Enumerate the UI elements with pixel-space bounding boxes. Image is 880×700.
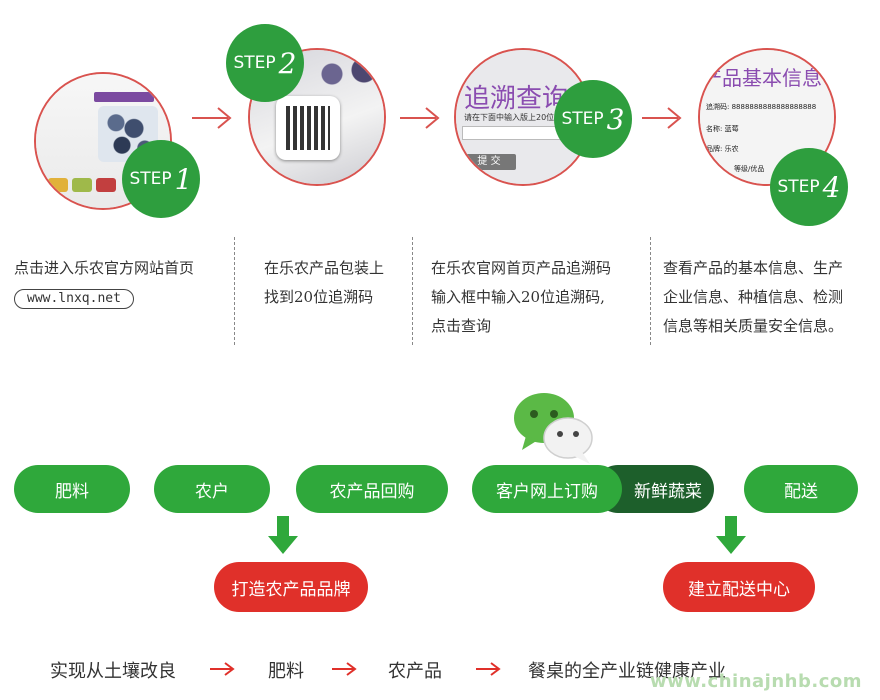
slogan-part-4: 餐桌的全产业链健康产业 — [528, 661, 726, 682]
step4-thumb-line3: 品牌: 乐农 — [706, 145, 739, 153]
slogan-arrow-2-icon — [332, 662, 357, 676]
step3-thumb-button: 提 交 — [462, 154, 516, 170]
slogan-arrow-1-icon — [210, 662, 235, 676]
step4-thumb-title: 产品基本信息 — [702, 66, 822, 90]
flow-buyback: 农产品回购 — [296, 465, 448, 513]
flow-fertilizer: 肥料 — [14, 465, 130, 513]
step2-qrcode-thumbnail — [248, 48, 386, 186]
step3-thumb-sub: 请在下面中输入版上20位 — [464, 113, 555, 122]
step2-description: 在乐农产品包装上 找到20位追溯码 — [264, 259, 385, 306]
step4-thumb-line2: 名称: 蓝莓 — [706, 125, 739, 133]
wechat-icon — [514, 393, 593, 464]
step3-description: 在乐农官网首页产品追溯码 输入框中输入20位追溯码, 点击查询 — [431, 259, 612, 335]
slogan-arrow-3-icon — [476, 662, 501, 676]
bottom-slogan: 实现从土壤改良 肥料 农产品 餐桌的全产业链健康产业 — [0, 657, 880, 687]
slogan-part-3: 农产品 — [388, 661, 442, 682]
slogan-part-1: 实现从土壤改良 — [50, 661, 176, 682]
step1-description: 点击进入乐农官方网站首页 www.lnxq.net — [14, 254, 194, 312]
down-arrow-brand-icon — [268, 516, 298, 554]
step-arrow-2-icon — [400, 107, 440, 129]
step4-thumb-line4: 等级/优品 — [734, 165, 765, 173]
flow-delivery: 配送 — [744, 465, 858, 513]
divider-2 — [412, 237, 413, 345]
flow-farmer: 农户 — [154, 465, 270, 513]
step-arrow-1-icon — [192, 107, 232, 129]
divider-1 — [234, 237, 235, 345]
website-url[interactable]: www.lnxq.net — [14, 289, 134, 309]
step4-thumb-line1: 追溯码: 8888888888888888888 — [706, 103, 817, 111]
build-brand: 打造农产品品牌 — [214, 562, 368, 612]
flow-fresh-label: 新鲜蔬菜 — [634, 481, 702, 502]
step3-thumb-title: 追溯查询 — [464, 84, 569, 114]
down-arrow-center-icon — [716, 516, 746, 554]
flow-online-order: 客户网上订购 — [472, 465, 622, 513]
step4-description: 查看产品的基本信息、生产 企业信息、种植信息、检测 信息等相关质量安全信息。 — [663, 259, 844, 335]
divider-3 — [650, 237, 651, 345]
step-arrow-3-icon — [642, 107, 682, 129]
site-watermark: www.chinajnhb.com — [649, 671, 862, 692]
build-delivery-center: 建立配送中心 — [663, 562, 815, 612]
slogan-part-2: 肥料 — [268, 661, 304, 682]
